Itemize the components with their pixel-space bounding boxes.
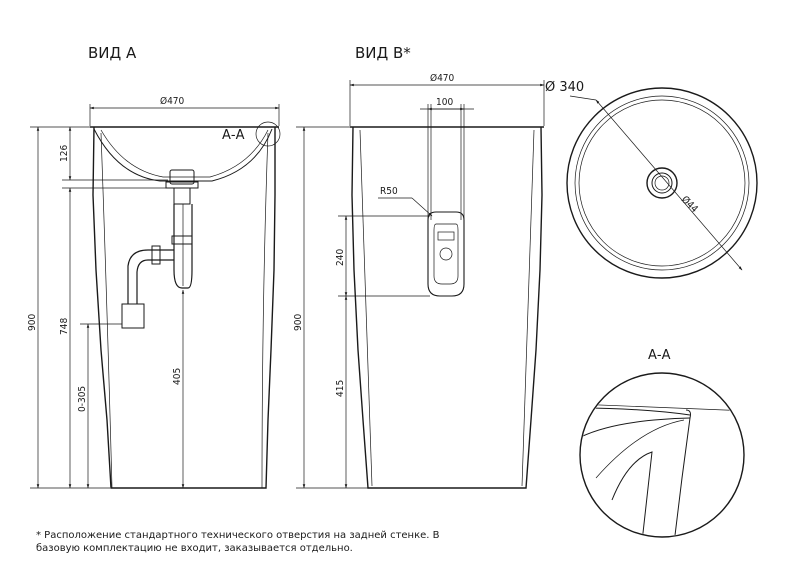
dim-b-radius-label: R50: [380, 186, 398, 197]
view-b-title: ВИД В*: [355, 44, 411, 62]
footnote-line-2: базовую комплектацию не входит, заказыва…: [36, 543, 353, 554]
dim-a-top-width-label: Ø470: [160, 95, 185, 107]
dim-bowl-diameter-line: [595, 99, 743, 271]
view-a-siphon: [121, 169, 199, 329]
view-b-pedestal: [350, 126, 544, 489]
section-marker-circle: [255, 121, 281, 147]
dim-b-verticals: 900 240 415: [293, 126, 430, 489]
dim-b-height-label: 900: [293, 314, 304, 331]
section-detail: А-А: [579, 348, 745, 538]
dim-a-wall-outlet-label: 0-305: [77, 386, 88, 412]
dim-b-opening-width-label: 100: [436, 97, 453, 108]
dim-a-height-label: 900: [27, 314, 38, 331]
footnote-line-1: * Расположение стандартного технического…: [36, 530, 440, 541]
footnote: * Расположение стандартного технического…: [36, 529, 456, 555]
top-view-outer-rim: [566, 87, 758, 279]
top-view-inner-rim: [574, 95, 750, 271]
dim-bowl-diameter-label: Ø 340: [545, 80, 584, 95]
top-view: Ø 340 Ø44: [545, 80, 758, 279]
dim-b-opening-width: 100: [420, 97, 474, 111]
dim-b-radius: R50: [378, 186, 433, 217]
dim-b-bottom-offset-label: 415: [335, 380, 346, 397]
dim-a-verticals: 900 126 748 0-305 405: [27, 126, 185, 489]
dim-b-top-width: Ø470: [349, 72, 545, 126]
section-detail-circle: [579, 372, 745, 538]
dim-a-bowl-depth-label: 126: [59, 145, 70, 162]
dim-b-opening-height-label: 240: [335, 249, 346, 266]
view-a: ВИД А А-А: [27, 44, 281, 489]
dim-b-top-width-label: Ø470: [430, 72, 455, 84]
view-a-title: ВИД А: [88, 44, 137, 62]
section-title: А-А: [648, 348, 671, 363]
view-b-opening: [427, 104, 465, 297]
dim-a-drain-height-label: 748: [59, 318, 70, 335]
view-b: ВИД В* Ø470 100: [293, 44, 545, 489]
dim-a-top-width: Ø470: [89, 95, 280, 126]
dim-a-siphon-height-label: 405: [172, 368, 183, 385]
section-marker-label: А-А: [222, 128, 245, 143]
view-a-pedestal: [90, 126, 279, 489]
dim-drain-diameter-label: Ø44: [679, 194, 701, 216]
